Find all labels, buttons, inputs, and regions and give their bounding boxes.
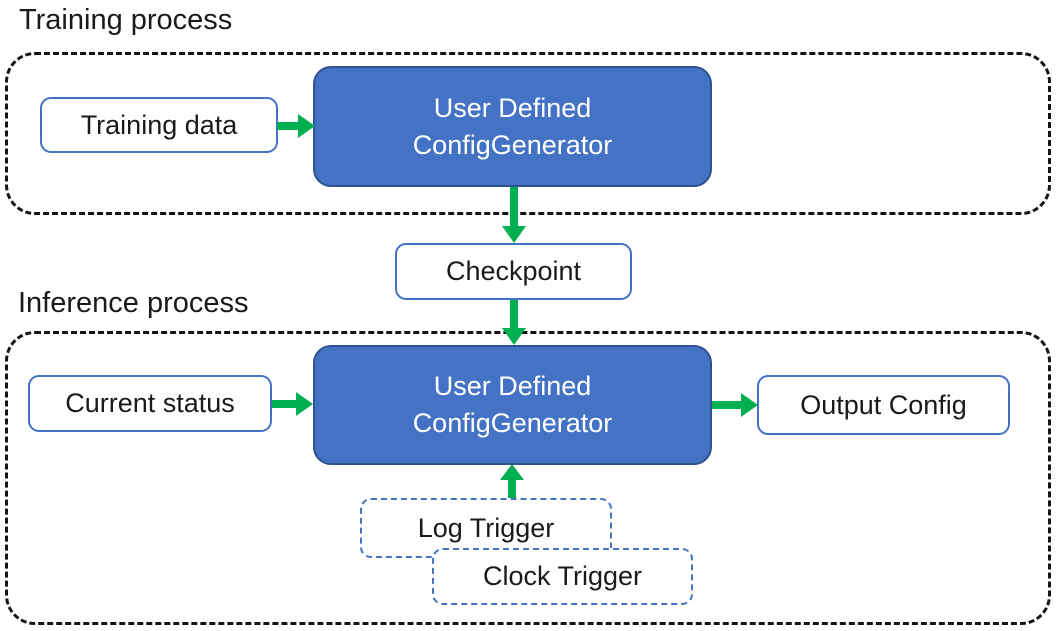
- arrow-generator-to-checkpoint-icon: [499, 187, 529, 243]
- arrow-checkpoint-to-generator-icon: [499, 300, 529, 345]
- inference-process-title: Inference process: [18, 287, 249, 319]
- current-status-box: Current status: [28, 375, 272, 432]
- inference-config-generator-line1: User Defined: [433, 371, 592, 401]
- checkpoint-box: Checkpoint: [395, 243, 632, 300]
- arrow-current-status-to-generator-icon: [272, 390, 313, 418]
- inference-config-generator-line2: ConfigGenerator: [412, 408, 613, 438]
- arrow-training-data-to-generator-icon: [277, 112, 315, 140]
- inference-config-generator-box: User Defined ConfigGenerator: [313, 345, 712, 465]
- inference-process-container: [5, 331, 1051, 625]
- training-config-generator-line2: ConfigGenerator: [412, 129, 613, 160]
- training-process-container: [5, 52, 1051, 215]
- clock-trigger-box: Clock Trigger: [432, 548, 693, 605]
- training-config-generator-line1: User Defined: [433, 92, 592, 123]
- training-config-generator-box: User Defined ConfigGenerator: [313, 66, 712, 187]
- arrow-generator-to-output-config-icon: [712, 391, 758, 419]
- output-config-box: Output Config: [757, 375, 1010, 435]
- training-data-box: Training data: [40, 97, 278, 153]
- training-process-title: Training process: [19, 4, 233, 36]
- arrow-triggers-to-generator-icon: [497, 464, 527, 498]
